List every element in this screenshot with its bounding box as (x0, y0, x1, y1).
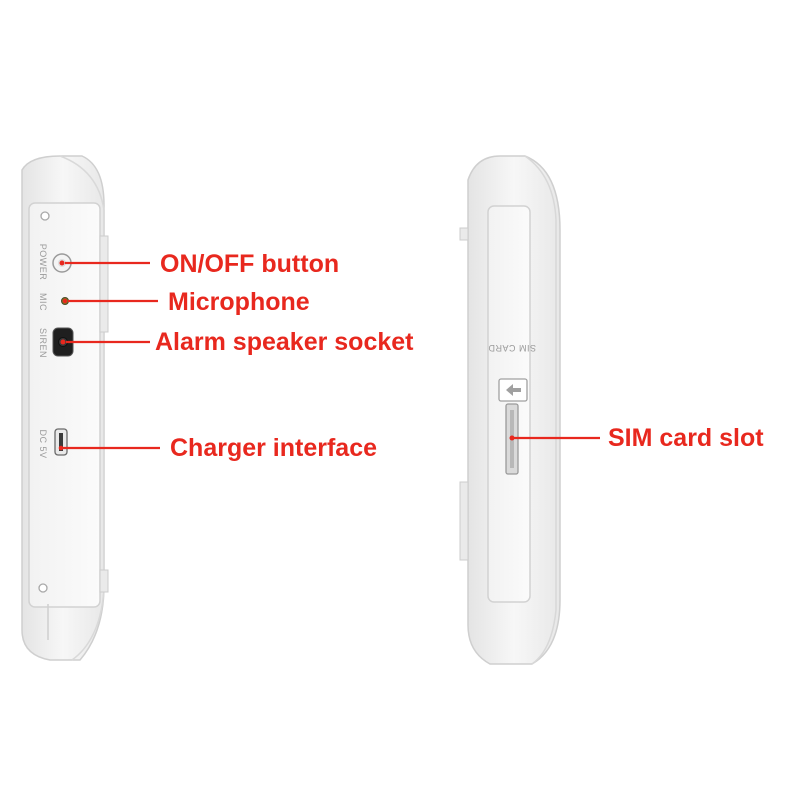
power-button-callout: ON/OFF button (160, 250, 340, 278)
power-port-label: POWER (38, 244, 48, 281)
left-port-panel (28, 202, 101, 608)
charger-callout: Charger interface (170, 434, 378, 462)
left-leader-lines (63, 261, 160, 450)
mic-port-label: MIC (38, 293, 48, 311)
alarm-socket-callout: Alarm speaker socket (155, 328, 414, 356)
siren-port-label: SIREN (38, 328, 48, 358)
top-screw-icon (40, 211, 50, 221)
dc-port-label: DC 5V (38, 429, 48, 458)
microphone-callout: Microphone (168, 288, 310, 316)
right-device-side-view: SIM CARD (459, 155, 600, 665)
bottom-screw-icon (38, 583, 48, 593)
sim-slot-callout: SIM card slot (608, 424, 764, 452)
sim-card-port-label: SIM CARD (488, 343, 536, 353)
left-device-side-view: POWER MIC SIREN DC 5V (21, 155, 160, 661)
